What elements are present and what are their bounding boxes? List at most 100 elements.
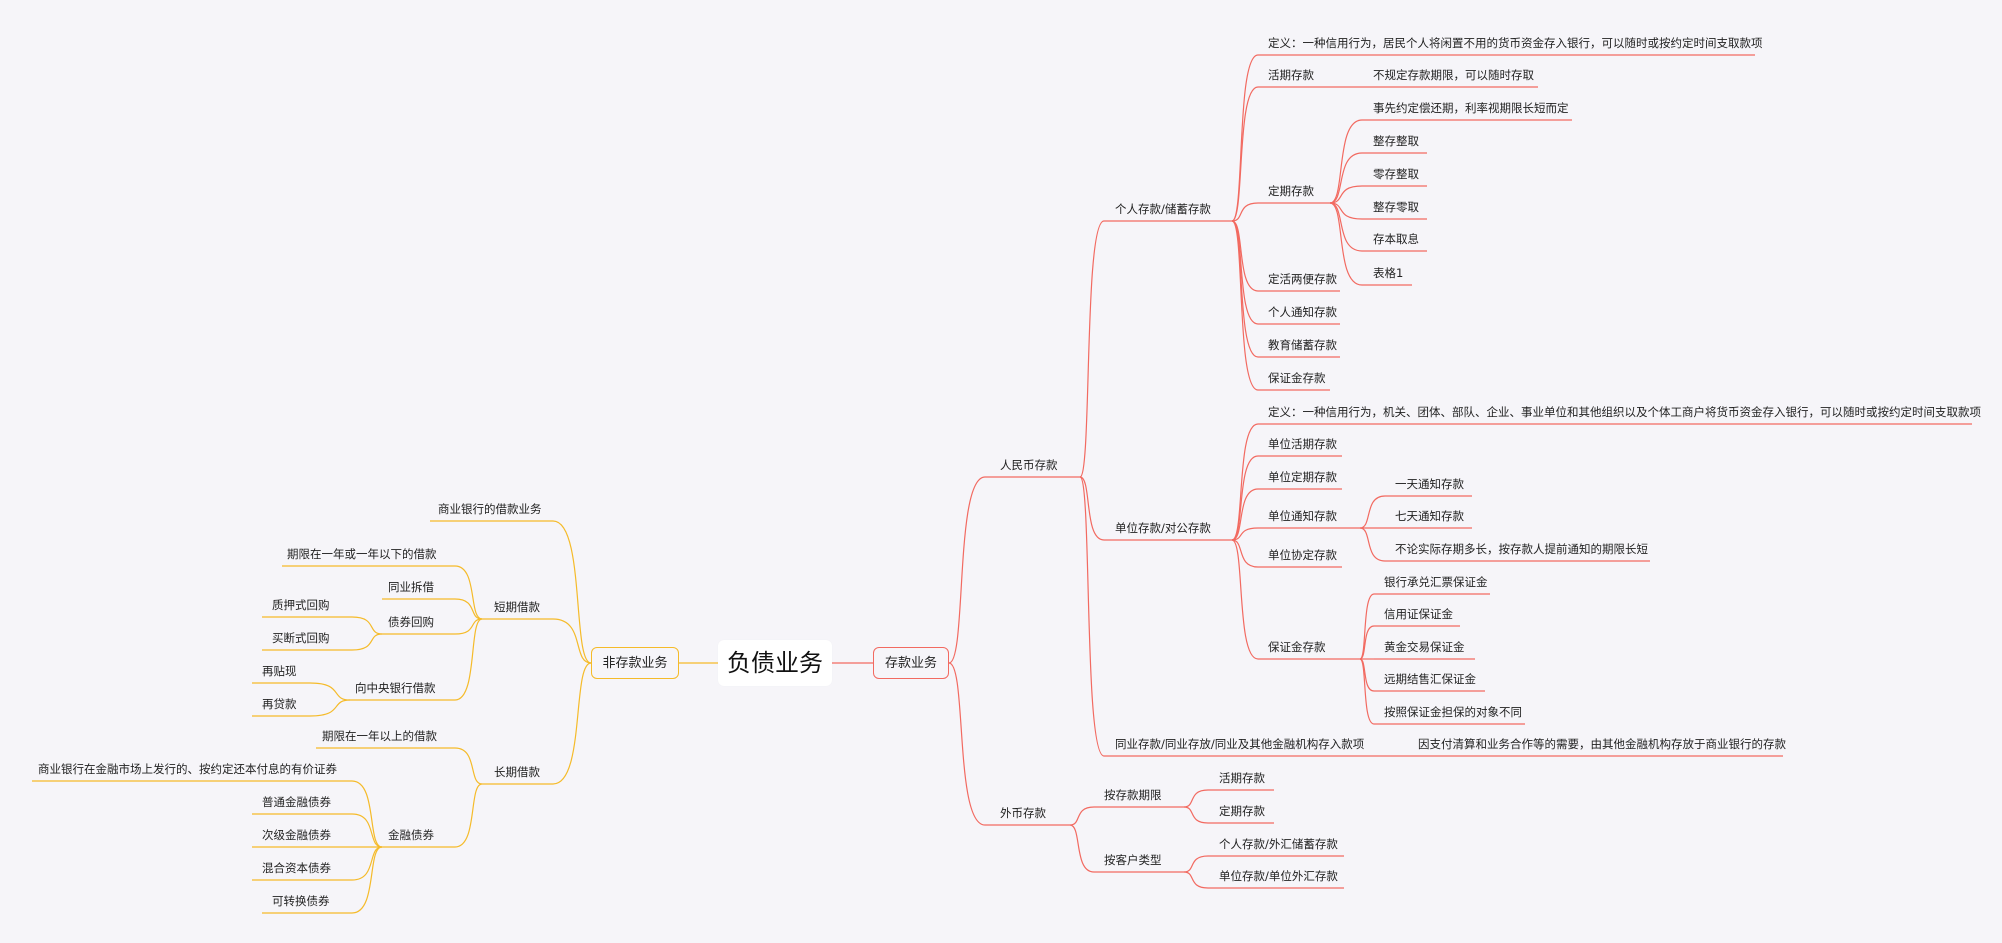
connector-curve: [1231, 86, 1259, 222]
node-personal-other[interactable]: 定活两便存款: [1268, 272, 1337, 286]
connector-curve: [552, 618, 592, 664]
node-margin-item[interactable]: 信用证保证金: [1384, 607, 1453, 621]
node-fx-term-item[interactable]: 活期存款: [1219, 771, 1265, 785]
connector-curve: [309, 682, 351, 701]
node-deposit-business[interactable]: 存款业务: [873, 647, 949, 679]
node-notice-item[interactable]: 不论实际存期多长，按存款人提前通知的期限长短: [1395, 542, 1648, 556]
node-personal-deposit[interactable]: 个人存款/储蓄存款: [1115, 202, 1211, 216]
node-long-term[interactable]: 长期借款: [494, 765, 540, 779]
node-notice-item[interactable]: 一天通知存款: [1395, 477, 1464, 491]
connector-curve: [1329, 202, 1363, 286]
node-corporate-agreement[interactable]: 单位协定存款: [1268, 548, 1337, 562]
connector-curve: [1231, 202, 1259, 222]
connector-curve: [1069, 824, 1095, 873]
node-time-item[interactable]: 整存整取: [1373, 134, 1419, 148]
node-repo-item[interactable]: 买断式回购: [272, 631, 330, 645]
node-margin-item[interactable]: 远期结售汇保证金: [1384, 672, 1476, 686]
node-short-central[interactable]: 向中央银行借款: [355, 681, 436, 695]
connector-curve: [454, 618, 483, 701]
node-personal-time[interactable]: 定期存款: [1268, 184, 1314, 198]
node-personal-demand[interactable]: 活期存款: [1268, 68, 1314, 82]
connector-curve: [351, 780, 383, 848]
connector-curve: [351, 846, 383, 881]
node-borrowing-business[interactable]: 商业银行的借款业务: [438, 502, 542, 516]
node-bond-item[interactable]: 可转换债券: [272, 894, 330, 908]
connector-curve: [1359, 495, 1386, 529]
root-node[interactable]: 负债业务: [718, 640, 832, 686]
connector-curve: [948, 662, 986, 826]
node-short-term[interactable]: 短期借款: [494, 600, 540, 614]
node-fx-customer-item[interactable]: 单位存款/单位外汇存款: [1219, 869, 1338, 883]
node-fx-customer-item[interactable]: 个人存款/外汇储蓄存款: [1219, 837, 1338, 851]
node-bond-item[interactable]: 普通金融债券: [262, 795, 331, 809]
connector-curve: [351, 813, 383, 848]
node-interbank-deposit[interactable]: 同业存款/同业存放/同业及其他金融机构存入款项: [1115, 737, 1365, 751]
connector-curve: [309, 699, 351, 717]
connector-curve: [1079, 220, 1105, 478]
connector-curve: [552, 662, 592, 785]
node-bond-item[interactable]: 商业银行在金融市场上发行的、按约定还本付息的有价证券: [38, 762, 337, 776]
node-personal-definition[interactable]: 定义：一种信用行为，居民个人将闲置不用的货币资金存入银行，可以随时或按约定时间支…: [1268, 36, 1763, 50]
connector-curve: [1183, 871, 1209, 889]
connector-curve: [1329, 152, 1363, 204]
node-corporate-demand[interactable]: 单位活期存款: [1268, 437, 1337, 451]
node-fx-term-item[interactable]: 定期存款: [1219, 804, 1265, 818]
connector-curve: [1359, 625, 1375, 660]
node-margin-item[interactable]: 按照保证金担保的对象不同: [1384, 705, 1522, 719]
node-bond-item[interactable]: 次级金融债券: [262, 828, 331, 842]
node-corporate-deposit[interactable]: 单位存款/对公存款: [1115, 521, 1211, 535]
node-personal-other[interactable]: 教育储蓄存款: [1268, 338, 1337, 352]
connector-curve: [1231, 220, 1259, 358]
connector-curve: [1359, 527, 1386, 562]
connector-curve: [948, 476, 986, 664]
node-time-item[interactable]: 整存零取: [1373, 200, 1419, 214]
node-long-period[interactable]: 期限在一年以上的借款: [322, 729, 437, 743]
node-time-item[interactable]: 表格1: [1373, 266, 1404, 280]
node-personal-other[interactable]: 保证金存款: [1268, 371, 1326, 385]
node-interbank-desc[interactable]: 因支付清算和业务合作等的需要，由其他金融机构存放于商业银行的存款: [1418, 737, 1786, 751]
node-margin-item[interactable]: 黄金交易保证金: [1384, 640, 1465, 654]
node-nondeposit-business[interactable]: 非存款业务: [591, 647, 679, 679]
connector-curve: [351, 616, 383, 635]
node-short-period[interactable]: 期限在一年或一年以下的借款: [287, 547, 437, 561]
node-time-item[interactable]: 存本取息: [1373, 232, 1419, 246]
node-corporate-definition[interactable]: 定义：一种信用行为，机关、团体、部队、企业、事业单位和其他组织以及个体工商户将货…: [1268, 405, 1981, 419]
connector-curve: [1231, 455, 1259, 541]
node-corporate-notice[interactable]: 单位通知存款: [1268, 509, 1337, 523]
connector-curve: [1231, 220, 1259, 292]
node-time-item[interactable]: 零存整取: [1373, 167, 1419, 181]
connector-curve: [1329, 119, 1363, 204]
node-time-item[interactable]: 事先约定偿还期，利率视期限长短而定: [1373, 101, 1569, 115]
node-repo-item[interactable]: 质押式回购: [272, 598, 330, 612]
connector-curve: [1183, 789, 1209, 808]
node-short-repo[interactable]: 债券回购: [388, 615, 434, 629]
connector-curve: [351, 846, 383, 914]
node-fx-deposit[interactable]: 外币存款: [1000, 806, 1046, 820]
node-fx-by-term[interactable]: 按存款期限: [1104, 788, 1162, 802]
connector-curve: [351, 633, 383, 651]
connector-curve: [1359, 658, 1375, 725]
node-fx-by-customer[interactable]: 按客户类型: [1104, 853, 1162, 867]
connector-curve: [454, 747, 483, 785]
connector-curve: [1231, 488, 1259, 541]
connector-curve: [1231, 539, 1259, 660]
node-rmb-deposit[interactable]: 人民币存款: [1000, 458, 1058, 472]
connector-curve: [454, 565, 483, 620]
node-personal-other[interactable]: 个人通知存款: [1268, 305, 1337, 319]
node-long-bonds[interactable]: 金融债券: [388, 828, 434, 842]
node-personal-demand-desc[interactable]: 不规定存款期限，可以随时存取: [1373, 68, 1534, 82]
connector-curve: [1183, 855, 1209, 873]
connector-curve: [454, 783, 483, 848]
node-margin-item[interactable]: 银行承兑汇票保证金: [1384, 575, 1488, 589]
node-central-item[interactable]: 再贴现: [262, 664, 297, 678]
node-central-item[interactable]: 再贷款: [262, 697, 297, 711]
connector-curve: [1329, 202, 1363, 252]
node-bond-item[interactable]: 混合资本债券: [262, 861, 331, 875]
node-corporate-time[interactable]: 单位定期存款: [1268, 470, 1337, 484]
connector-curve: [1231, 54, 1259, 222]
node-notice-item[interactable]: 七天通知存款: [1395, 509, 1464, 523]
connector-curve: [454, 618, 483, 635]
node-short-interbank[interactable]: 同业拆借: [388, 580, 434, 594]
node-corporate-margin[interactable]: 保证金存款: [1268, 640, 1326, 654]
